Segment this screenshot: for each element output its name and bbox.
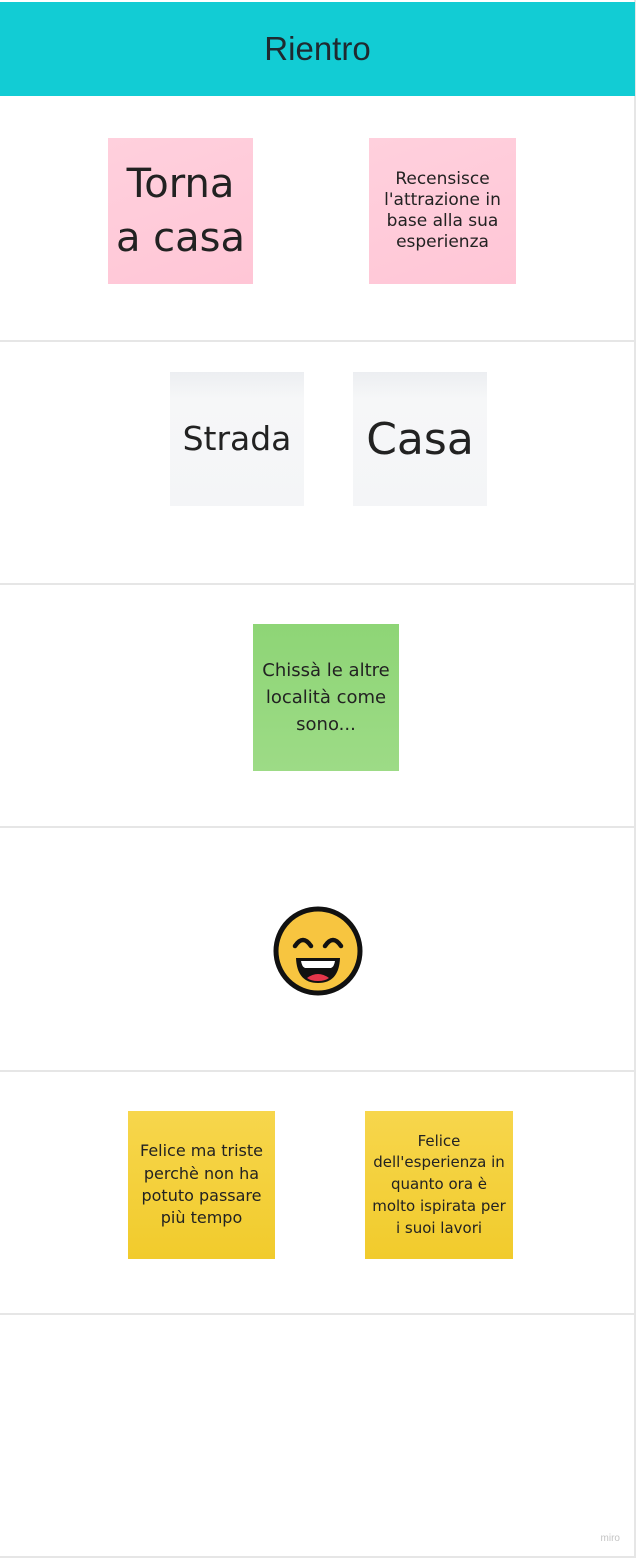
sticky-note-text: Chissà le altre località come sono...: [262, 660, 390, 735]
row-divider: [0, 826, 635, 828]
sticky-note-text: Felice dell'esperienza in quanto ora è m…: [372, 1131, 506, 1237]
row-divider: [0, 583, 635, 585]
sticky-note-text: Recensisce l'attrazione in base alla sua…: [384, 168, 501, 253]
row-divider: [0, 1070, 635, 1072]
sticky-note-felice-esperienza[interactable]: Felice dell'esperienza in quanto ora è m…: [365, 1111, 513, 1259]
lane-title: Rientro: [264, 30, 371, 67]
sticky-note-torna-a-casa[interactable]: Torna a casa: [108, 138, 253, 284]
miro-watermark: miro: [600, 1533, 620, 1544]
sticky-note-chissa[interactable]: Chissà le altre località come sono...: [253, 624, 399, 771]
sticky-note-casa[interactable]: Casa: [353, 372, 487, 506]
grinning-face-icon: [273, 906, 363, 996]
grinning-face-icon[interactable]: [273, 906, 363, 996]
sticky-note-recensisce[interactable]: Recensisce l'attrazione in base alla sua…: [369, 138, 516, 284]
sticky-note-text: Felice ma triste perchè non ha potuto pa…: [139, 1141, 263, 1228]
row-divider: [0, 1313, 635, 1315]
lane-header: Rientro: [0, 2, 635, 96]
sticky-note-text: Torna a casa: [115, 161, 246, 261]
sticky-note-text: Strada: [182, 419, 292, 459]
sticky-note-strada[interactable]: Strada: [170, 372, 304, 506]
row-divider: [0, 340, 635, 342]
sticky-note-felice-triste[interactable]: Felice ma triste perchè non ha potuto pa…: [128, 1111, 275, 1259]
sticky-note-text: Casa: [366, 413, 474, 465]
